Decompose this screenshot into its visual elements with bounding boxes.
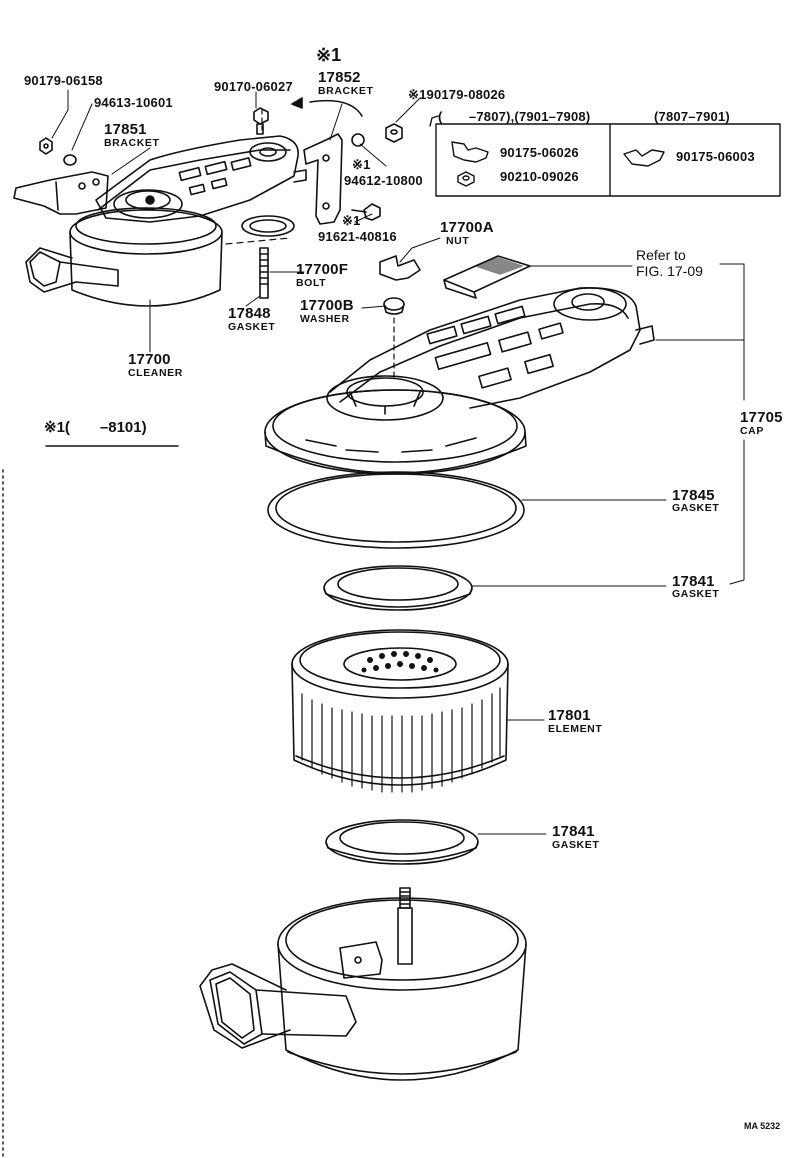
label-note1-b: ※1 [342, 213, 361, 228]
label-17845-gasket: GASKET [672, 502, 720, 514]
label-17705-cap: CAP [740, 425, 764, 437]
table-90210-09026: 90210-09026 [500, 169, 579, 184]
wing-nut-17700A [379, 255, 421, 281]
label-fig-17-09: FIG. 17-09 [636, 263, 703, 279]
label-17700-cleaner: CLEANER [128, 367, 183, 379]
label-17848-gasket: GASKET [228, 321, 276, 333]
table-header-right: (7807–7901) [654, 109, 730, 124]
arrow-icon [291, 97, 363, 117]
gasket-17841-upper [323, 565, 473, 611]
filter-pad [443, 255, 531, 299]
label-note1-a: ※1 [352, 157, 371, 172]
label-17845: 17845 [672, 487, 715, 504]
label-17848: 17848 [228, 305, 271, 322]
label-17801: 17801 [548, 707, 591, 724]
label-90170-06027: 90170-06027 [214, 79, 293, 94]
label-17841-upper-gasket: GASKET [672, 588, 720, 600]
washer-17700B [383, 297, 405, 381]
label-90179-06158: 90179-06158 [24, 73, 103, 88]
label-17700F-bolt: BOLT [296, 277, 327, 289]
label-17700F: 17700F [296, 261, 349, 278]
bracket-17852 [303, 133, 343, 225]
table-90175-06026: 90175-06026 [500, 145, 579, 160]
label-17851-bracket: BRACKET [104, 137, 160, 149]
label-17700B: 17700B [300, 297, 354, 314]
label-17700A: 17700A [440, 219, 494, 236]
variant-table-frame [429, 115, 781, 197]
footnote-range: ※1( –8101) [44, 419, 147, 436]
hardware-small-parts [39, 107, 403, 221]
filter-element-17801 [291, 629, 509, 793]
label-note1-top: ※1 [316, 45, 342, 65]
label-17841-upper: 17841 [672, 573, 715, 590]
table-90175-06003: 90175-06003 [676, 149, 755, 164]
label-17801-element: ELEMENT [548, 723, 603, 735]
label-91621-40816: 91621-40816 [318, 229, 397, 244]
gasket-17841-lower [325, 819, 479, 865]
label-17852-bracket: BRACKET [318, 85, 374, 97]
label-94612-10800: 94612-10800 [344, 173, 423, 188]
leader-lines [45, 89, 745, 835]
label-17700: 17700 [128, 351, 171, 368]
stud-bolt-17700F [259, 247, 269, 299]
gasket-17845 [267, 471, 525, 549]
label-17705: 17705 [740, 409, 783, 426]
label-17841-lower-gasket: GASKET [552, 839, 600, 851]
label-17700B-washer: WASHER [300, 313, 350, 325]
assembled-cleaner-drawing [13, 109, 307, 307]
label-90179-08026: ※190179-08026 [408, 87, 506, 102]
figure-code: MA 5232 [744, 1121, 781, 1131]
label-17851: 17851 [104, 121, 147, 138]
label-17841-lower: 17841 [552, 823, 595, 840]
label-17852: 17852 [318, 69, 361, 86]
cleaner-body-17700 [199, 887, 527, 1081]
label-17700A-nut: NUT [446, 235, 470, 247]
label-refer-to: Refer to [636, 247, 686, 263]
label-94613-10601: 94613-10601 [94, 95, 173, 110]
table-header-left: ( –7807),(7901–7908) [438, 109, 591, 124]
